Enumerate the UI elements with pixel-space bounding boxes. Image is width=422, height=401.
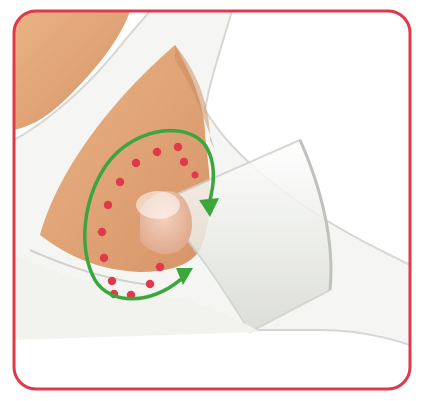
dot <box>174 143 182 151</box>
dot <box>180 158 188 166</box>
dot <box>156 263 164 271</box>
milk-mist <box>136 191 180 219</box>
dot <box>153 148 161 156</box>
dot <box>191 171 198 178</box>
dot <box>146 280 154 288</box>
dot <box>100 254 108 262</box>
dot <box>108 277 116 285</box>
dot <box>132 159 140 167</box>
dot <box>104 201 112 209</box>
dot <box>116 178 124 186</box>
dot <box>98 228 106 236</box>
